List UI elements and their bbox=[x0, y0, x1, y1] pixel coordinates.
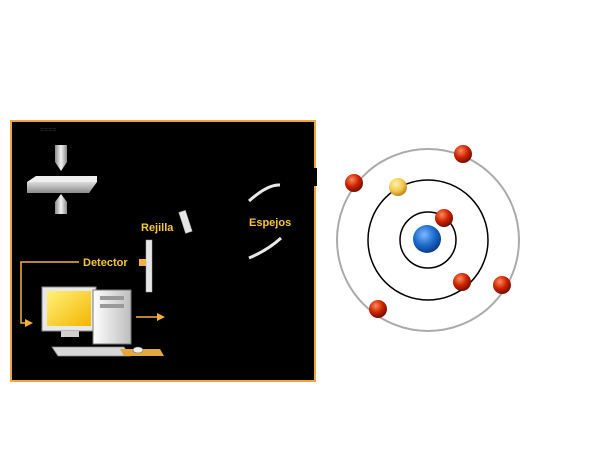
orbit-inner bbox=[399, 211, 457, 269]
electron bbox=[345, 174, 363, 192]
electron bbox=[453, 273, 471, 291]
svg-text:====: ==== bbox=[40, 127, 56, 134]
panel-slit bbox=[311, 168, 317, 186]
label-detector: Detector bbox=[83, 257, 128, 269]
detector-marker bbox=[139, 259, 146, 266]
slit-bar bbox=[145, 239, 153, 293]
electron bbox=[454, 145, 472, 163]
detector-path-arrow bbox=[20, 261, 79, 327]
label-espejos: Espejos bbox=[249, 217, 291, 229]
atom-icon bbox=[336, 145, 520, 332]
mirrors bbox=[247, 183, 283, 260]
orbit-outer bbox=[336, 148, 520, 332]
mirror-upper bbox=[247, 183, 281, 203]
mirror-lower bbox=[248, 236, 283, 260]
orbit-middle bbox=[367, 179, 489, 301]
electron-excited bbox=[389, 178, 407, 196]
computer-icon bbox=[41, 286, 164, 357]
lamp-clamp-icon: ==== bbox=[27, 127, 97, 214]
electron bbox=[493, 276, 511, 294]
label-rejilla: Rejilla bbox=[141, 222, 174, 234]
nucleus bbox=[413, 225, 441, 253]
electron bbox=[369, 300, 387, 318]
grating-icon bbox=[178, 209, 193, 234]
electron bbox=[435, 209, 453, 227]
spectrometer-panel: ==== Rejilla Espejos Detector bbox=[10, 120, 317, 382]
